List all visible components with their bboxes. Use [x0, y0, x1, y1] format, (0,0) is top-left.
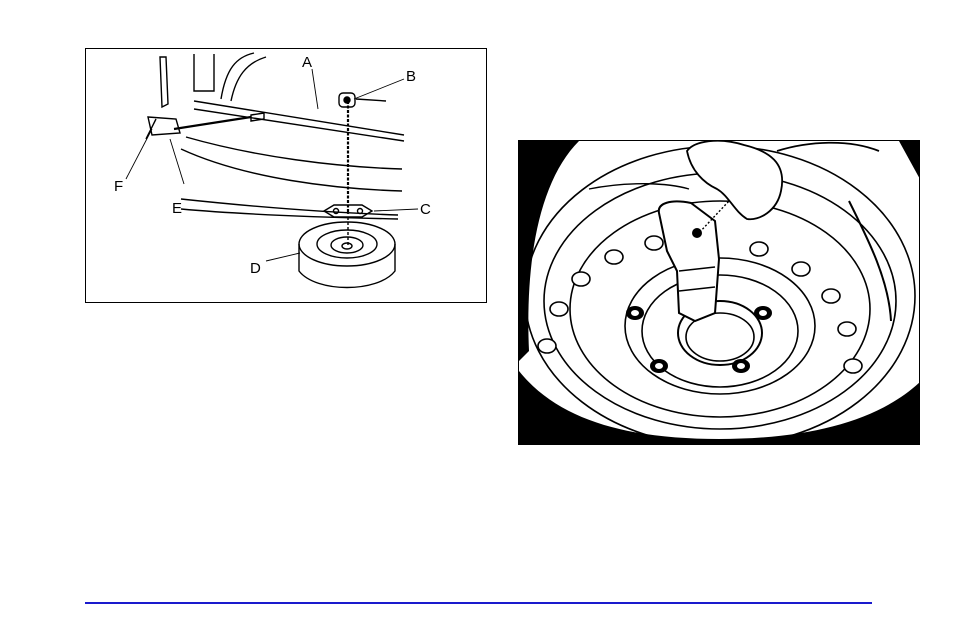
bumper-bracket-shape: [194, 54, 214, 91]
wheel-retainer-illustration: [519, 141, 920, 445]
frame-rail-lower-line: [186, 137, 402, 169]
hoist-diagram-figure: A B C D E F: [85, 48, 487, 303]
extension-drive-rod: [174, 117, 251, 129]
frame-rail-top-line: [194, 101, 404, 135]
callout-label-e: E: [172, 201, 182, 216]
hoist-diagram-illustration: [86, 49, 487, 303]
wheel-wrench-handle: [160, 57, 168, 107]
footer-divider-rule: [85, 602, 872, 604]
callout-label-f: F: [114, 179, 123, 194]
callout-label-d: D: [250, 261, 261, 276]
spare-tire-top: [299, 222, 395, 266]
callout-label-a: A: [302, 55, 312, 70]
fender-curve-shape: [221, 53, 254, 99]
callout-label-c: C: [420, 202, 431, 217]
callout-label-b: B: [406, 69, 416, 84]
wheel-retainer-photo-figure: [518, 140, 920, 445]
